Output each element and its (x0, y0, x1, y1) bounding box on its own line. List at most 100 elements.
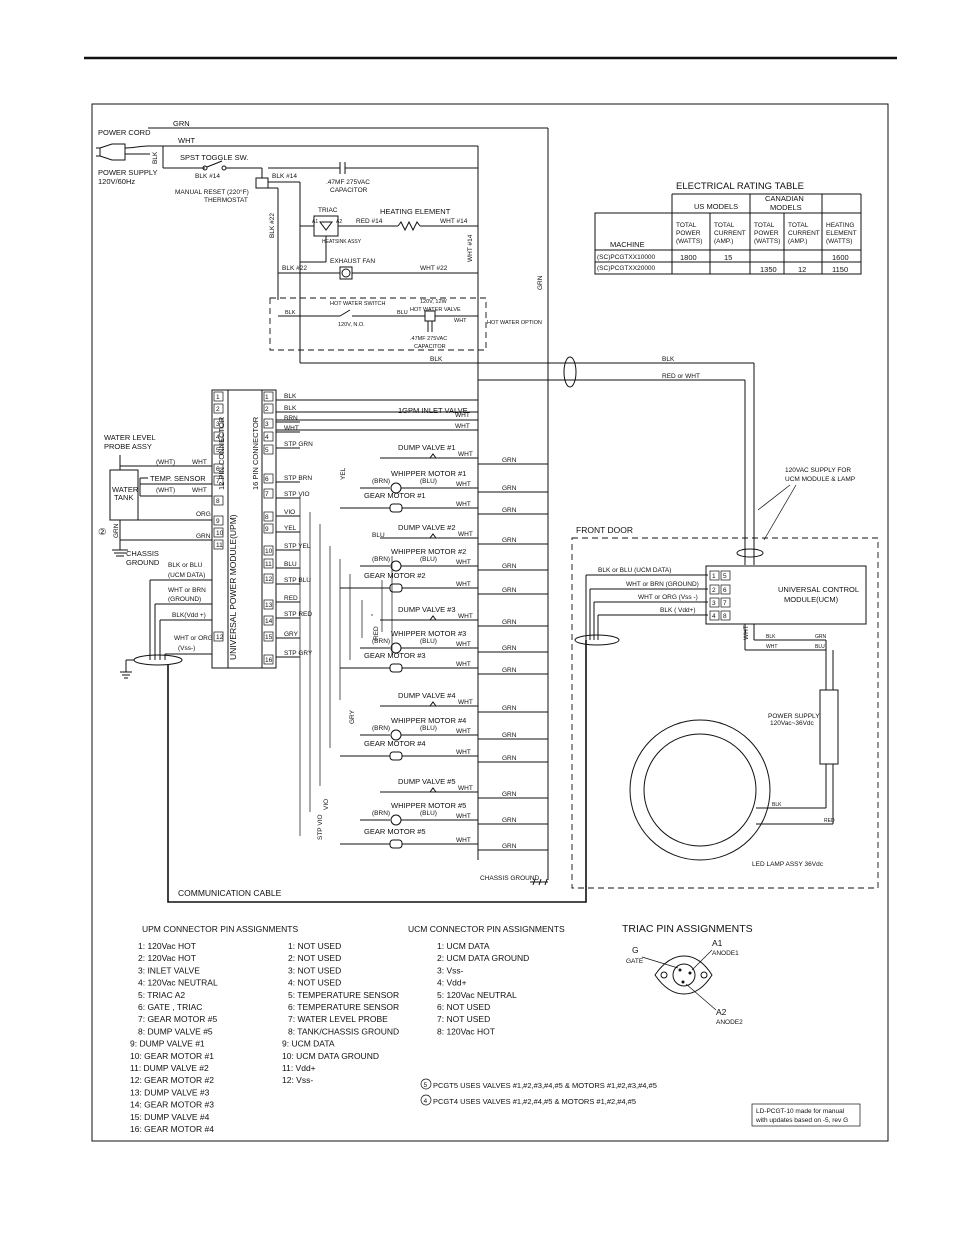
svg-text:1350: 1350 (760, 265, 777, 274)
svg-text:GRN: GRN (502, 732, 517, 739)
load-circuits: 1GPM INLET VALVE WHT WHT YEL GRY RED STP… (276, 406, 548, 886)
svg-text:(AMP.): (AMP.) (788, 238, 807, 245)
svg-text:GRN: GRN (537, 275, 544, 290)
upm-left-pin (213, 475, 224, 486)
left-sensors: WATER LEVEL PROBE ASSY (WHT) WHT TEMP. S… (98, 433, 213, 679)
list-item: 11: DUMP VALVE #2 (130, 1063, 209, 1073)
upm-wire-label: BLK (284, 405, 297, 412)
svg-text:13: 13 (265, 602, 273, 609)
svg-text:A1: A1 (712, 938, 723, 948)
upm-right-pin (263, 558, 274, 569)
svg-text:2: 2 (265, 406, 269, 413)
svg-text:PROBE ASSY: PROBE ASSY (104, 442, 152, 451)
diagram-frame (91, 103, 889, 1142)
svg-text:WHT: WHT (455, 423, 470, 430)
svg-text:16 PIN CONNECTOR: 16 PIN CONNECTOR (251, 416, 260, 490)
dump-valve-label: DUMP VALVE #1 (398, 443, 456, 452)
list-item: 6: TEMPERATURE SENSOR (288, 1002, 399, 1012)
svg-text:12: 12 (216, 634, 224, 641)
svg-text:WHT: WHT (456, 837, 471, 844)
svg-text:(BLU): (BLU) (420, 638, 437, 645)
gear-motor-label: GEAR MOTOR #2 (364, 571, 426, 580)
svg-text:GRN: GRN (502, 563, 517, 570)
svg-text:WHT: WHT (456, 728, 471, 735)
svg-text:WHT: WHT (456, 581, 471, 588)
svg-text:6: 6 (216, 466, 220, 473)
svg-text:WHT: WHT (178, 136, 195, 145)
gear-motor-label: GEAR MOTOR #5 (364, 827, 426, 836)
svg-text:HOT WATER SWITCH: HOT WATER SWITCH (330, 301, 386, 307)
dump-valve-label: DUMP VALVE #2 (398, 523, 456, 532)
svg-text:7: 7 (723, 600, 727, 607)
svg-text:GRN: GRN (173, 119, 190, 128)
svg-text:WHT: WHT (766, 644, 777, 650)
upm-left-pin (213, 418, 224, 429)
whipper-motor-icon (390, 560, 402, 572)
svg-text:BLK #22: BLK #22 (269, 213, 276, 238)
svg-text:1: 1 (216, 394, 220, 401)
svg-text:BLK: BLK (285, 310, 296, 316)
list-item: 6: GATE , TRIAC (138, 1002, 202, 1012)
whipper-motor-label: WHIPPER MOTOR #4 (391, 716, 466, 725)
svg-text:(BLU): (BLU) (420, 478, 437, 485)
svg-text:UNIVERSAL POWER MODULE(UPM): UNIVERSAL POWER MODULE(UPM) (228, 514, 238, 660)
upm-wire-label: STP BLU (284, 577, 311, 584)
svg-text:GRN: GRN (502, 843, 517, 850)
svg-text:POWER SUPPLY: POWER SUPPLY (768, 713, 820, 720)
list-item: 4: 120Vac NEUTRAL (138, 978, 218, 988)
svg-text:1GPM INLET VALVE: 1GPM INLET VALVE (398, 406, 468, 415)
upm-left-pin (213, 539, 224, 550)
svg-text:4: 4 (712, 613, 716, 620)
gear-motor-icon (389, 503, 403, 513)
ucm-pin-assignments: UCM CONNECTOR PIN ASSIGNMENTS 1: UCM DAT… (408, 924, 565, 1036)
ucm-pin (720, 610, 731, 621)
svg-text:CHASSIS GROUND: CHASSIS GROUND (480, 875, 540, 882)
svg-text:BLK: BLK (152, 151, 159, 164)
svg-text:1150: 1150 (832, 265, 848, 274)
upm-wire-label: BLK (284, 393, 297, 400)
svg-text:7: 7 (216, 478, 220, 485)
list-item: 2: 120Vac HOT (138, 953, 196, 963)
svg-text:②: ② (98, 527, 107, 538)
svg-text:US MODELS: US MODELS (694, 202, 738, 211)
svg-text:CAPACITOR: CAPACITOR (330, 187, 368, 194)
upm-wire-label: BRN (284, 415, 298, 422)
list-item: 13: DUMP VALVE #3 (130, 1087, 210, 1097)
whipper-motor-label: WHIPPER MOTOR #2 (391, 547, 466, 556)
svg-text:UCM CONNECTOR PIN ASSIGNMENTS: UCM CONNECTOR PIN ASSIGNMENTS (408, 924, 565, 934)
list-item: 3: NOT USED (288, 965, 341, 975)
svg-text:VIO: VIO (323, 799, 330, 810)
svg-text:WHT: WHT (458, 699, 473, 706)
svg-text:(WHT): (WHT) (156, 459, 175, 466)
svg-text:10: 10 (216, 530, 224, 537)
dump-valve-label: DUMP VALVE #4 (398, 691, 456, 700)
svg-text:(BRN): (BRN) (372, 556, 390, 563)
svg-text:120V, N.O.: 120V, N.O. (338, 322, 365, 328)
svg-text:WHT or ORG (Vss -): WHT or ORG (Vss -) (638, 594, 698, 601)
svg-text:PCGT4 USES VALVES #1,#2,#4,#5: PCGT4 USES VALVES #1,#2,#4,#5 & MOTORS #… (433, 1097, 636, 1106)
svg-text:(GROUND): (GROUND) (168, 596, 201, 603)
list-item: 1: NOT USED (288, 941, 341, 951)
upm-wire-label: STP GRY (284, 650, 313, 657)
svg-text:TRIAC PIN ASSIGNMENTS: TRIAC PIN ASSIGNMENTS (622, 923, 753, 935)
svg-text:12: 12 (798, 265, 806, 274)
list-item: 1: UCM DATA (437, 941, 490, 951)
gear-motor-icon (389, 663, 403, 673)
upm-right-pin (263, 523, 274, 534)
list-item: 3: INLET VALVE (138, 965, 200, 975)
upm-left-pin (213, 403, 224, 414)
upm-left-pin (213, 463, 224, 474)
svg-text:BLK: BLK (430, 356, 443, 363)
svg-text:EXHAUST FAN: EXHAUST FAN (330, 258, 375, 265)
svg-text:(WATTS): (WATTS) (676, 238, 702, 245)
svg-text:WHT: WHT (743, 625, 750, 640)
svg-text:WHT: WHT (456, 661, 471, 668)
svg-text:WHT: WHT (456, 501, 471, 508)
list-item: 4: NOT USED (288, 978, 341, 988)
whipper-motor-icon (390, 814, 402, 826)
gear-motor-icon (389, 839, 403, 849)
ucm-pin (720, 570, 731, 581)
list-item: 12: GEAR MOTOR #2 (130, 1075, 214, 1085)
hot-water-option-box (269, 297, 487, 351)
